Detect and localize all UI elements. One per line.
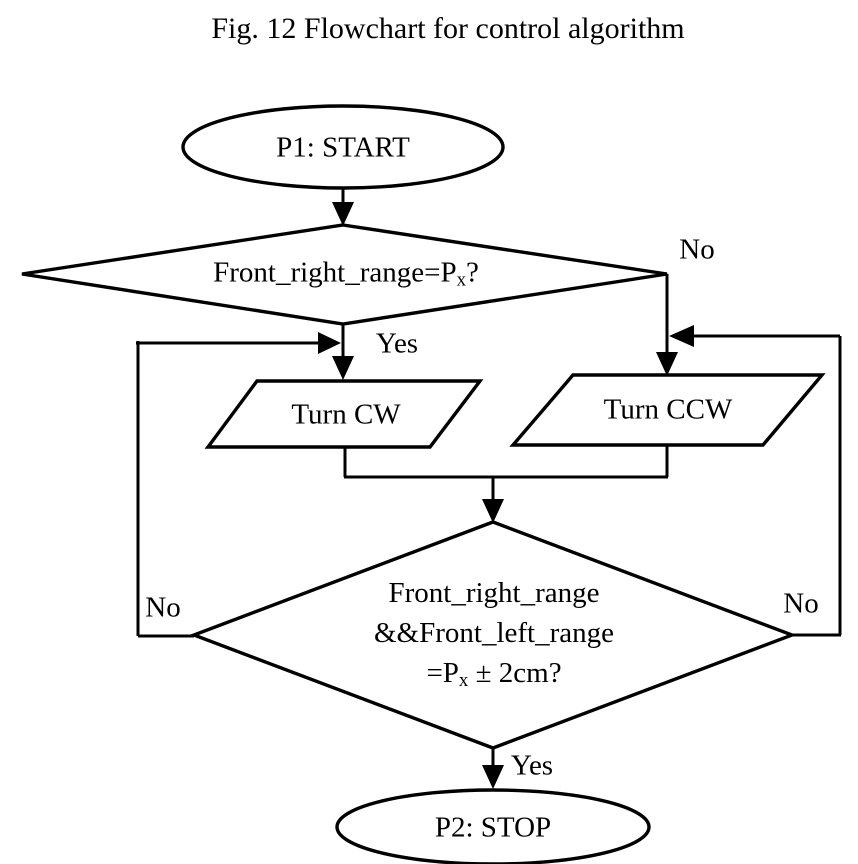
decision1-label-question: ? <box>466 256 479 289</box>
edge-no-right-loop <box>694 334 842 637</box>
edge-no-left-loop <box>136 341 318 638</box>
decision2-line3-tolerance: ± 2cm? <box>468 657 562 689</box>
decision1-diamond-shape <box>21 223 668 326</box>
decision1-label-subscript: x <box>456 269 467 291</box>
turn-cw-parallelogram-shape <box>204 379 484 449</box>
figure-title: Fig. 12 Flowchart for control algorithm <box>211 11 685 45</box>
arrowhead-left-loop-into-cw-line-icon <box>318 332 341 354</box>
decision2-node-label: Front_right_range &&Front_left_range =Px ±… <box>334 573 654 693</box>
decision2-diamond-shape <box>189 520 797 750</box>
arrowhead-into-decision1-icon <box>332 202 354 226</box>
edge-merge-to-decision2 <box>343 445 669 500</box>
decision2-yes-label: Yes <box>510 749 554 782</box>
arrowhead-right-loop-into-ccw-line-icon <box>669 325 694 347</box>
decision1-yes-label: Yes <box>375 327 419 360</box>
arrowhead-into-decision2-icon <box>482 499 504 523</box>
decision2-no-right-label: No <box>783 587 819 620</box>
decision1-node-label: Front_right_range=Px? <box>213 256 479 289</box>
decision2-line3-text: =P <box>426 657 459 689</box>
decision2-line3-subscript: x <box>458 670 469 692</box>
stop-terminator-shape <box>335 788 651 864</box>
turn-ccw-parallelogram-shape <box>509 373 826 447</box>
start-node-label: P1: START <box>276 131 410 164</box>
arrowhead-into-ccw-icon <box>656 352 678 376</box>
decision2-line2: &&Front_left_range <box>373 617 614 649</box>
decision1-no-label: No <box>679 233 715 266</box>
arrowhead-into-cw-icon <box>332 356 354 380</box>
decision2-no-left-label: No <box>145 591 181 624</box>
arrowhead-into-stop-icon <box>482 765 504 789</box>
start-terminator-shape <box>181 104 505 190</box>
turn-ccw-node-label: Turn CCW <box>603 393 733 426</box>
turn-cw-node-label: Turn CW <box>291 398 401 431</box>
stop-node-label: P2: STOP <box>434 811 552 844</box>
decision2-line1: Front_right_range <box>388 577 600 609</box>
decision1-label-text: Front_right_range=P <box>213 256 457 289</box>
